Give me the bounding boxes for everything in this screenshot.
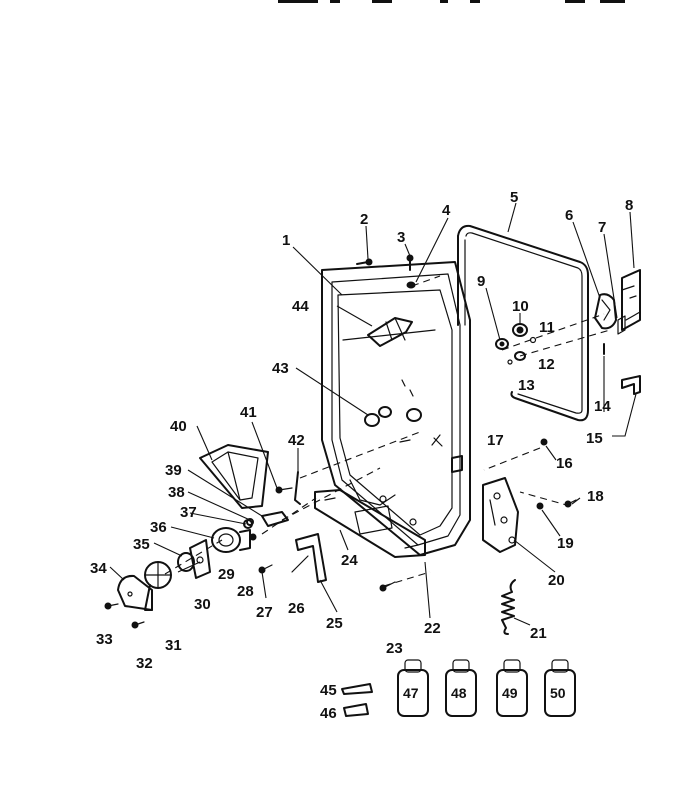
callout-5: 5 xyxy=(510,189,518,206)
linkage-39 xyxy=(261,511,289,527)
callout-44: 44 xyxy=(292,298,309,315)
touchup-can-50 xyxy=(544,659,576,717)
callout-9: 9 xyxy=(477,273,485,290)
callout-36: 36 xyxy=(150,519,167,536)
callout-21: 21 xyxy=(530,625,547,642)
guide-17 xyxy=(451,455,463,473)
callout-2: 2 xyxy=(360,211,368,228)
callout-35: 35 xyxy=(133,536,150,553)
callout-19: 19 xyxy=(557,535,574,552)
lever-42 xyxy=(294,471,301,505)
callout-14: 14 xyxy=(594,398,611,415)
door-spring xyxy=(501,579,516,635)
callout-1: 1 xyxy=(282,232,290,249)
callout-27: 27 xyxy=(256,604,273,621)
screw-18 xyxy=(564,499,577,508)
callout-22: 22 xyxy=(424,620,441,637)
callout-18: 18 xyxy=(587,488,604,505)
callout-17: 17 xyxy=(487,432,504,449)
screw-41 xyxy=(275,486,293,494)
callout-40: 40 xyxy=(170,418,187,435)
fan-motor xyxy=(211,527,251,553)
screw-27 xyxy=(258,564,273,574)
assembly-lines xyxy=(164,275,611,587)
cropped-header-marks xyxy=(278,0,625,3)
motor-bracket xyxy=(189,539,211,579)
callout-24: 24 xyxy=(341,552,358,569)
callout-3: 3 xyxy=(397,229,405,246)
callout-11: 11 xyxy=(539,319,555,336)
callout-29: 29 xyxy=(218,566,235,583)
hinge-plate xyxy=(482,477,519,553)
latch-bracket xyxy=(367,317,413,347)
door-gasket xyxy=(457,224,589,422)
bottom-plate xyxy=(314,489,426,558)
washer-12 xyxy=(514,351,526,361)
motor-gasket xyxy=(177,552,195,572)
callout-39: 39 xyxy=(165,462,182,479)
callout-43: 43 xyxy=(272,360,289,377)
callout-8: 8 xyxy=(625,197,633,214)
fan-blade xyxy=(144,561,172,611)
callout-37: 37 xyxy=(180,504,197,521)
screw-16 xyxy=(540,438,548,446)
callout-6: 6 xyxy=(565,207,573,224)
callout-23: 23 xyxy=(386,640,403,657)
screw-19 xyxy=(536,502,544,510)
callout-26: 26 xyxy=(288,600,305,617)
inner-door-panel xyxy=(321,261,471,556)
callout-41: 41 xyxy=(240,404,257,421)
callout-38: 38 xyxy=(168,484,185,501)
callout-49: 49 xyxy=(502,685,518,701)
screw-2 xyxy=(356,258,373,266)
l-bracket xyxy=(295,533,327,583)
grommet-43 xyxy=(364,406,443,447)
screw-23 xyxy=(379,581,396,592)
callout-50: 50 xyxy=(550,685,566,701)
callout-labels: 1 2 3 4 5 6 7 8 9 10 11 12 13 14 15 16 1… xyxy=(90,189,633,722)
cover-bracket xyxy=(617,269,641,335)
leader-lines xyxy=(109,202,637,626)
callout-16: 16 xyxy=(556,455,573,472)
callout-12: 12 xyxy=(538,356,555,373)
knob-10 xyxy=(512,323,528,337)
washer-9 xyxy=(495,338,509,350)
spring-13 xyxy=(507,359,513,365)
callout-46: 46 xyxy=(320,705,337,722)
callout-20: 20 xyxy=(548,572,565,589)
touchup-can-48 xyxy=(445,659,477,717)
callout-45: 45 xyxy=(320,682,337,699)
washer-29 xyxy=(246,518,254,526)
callout-28: 28 xyxy=(237,583,254,600)
part-45 xyxy=(341,683,373,695)
callout-7: 7 xyxy=(598,219,606,236)
callout-13: 13 xyxy=(518,377,535,394)
callout-30: 30 xyxy=(194,596,211,613)
callout-34: 34 xyxy=(90,560,107,577)
callout-4: 4 xyxy=(442,202,451,219)
callout-25: 25 xyxy=(326,615,343,632)
callout-10: 10 xyxy=(512,298,529,315)
callout-47: 47 xyxy=(403,685,419,701)
screw-32 xyxy=(131,621,145,629)
fan-housing xyxy=(117,574,153,611)
callout-42: 42 xyxy=(288,432,305,449)
callout-32: 32 xyxy=(136,655,153,672)
touchup-can-49 xyxy=(496,659,528,717)
screw-3 xyxy=(406,254,414,271)
callout-33: 33 xyxy=(96,631,113,648)
hinge-assembly xyxy=(594,293,617,330)
small-spring xyxy=(291,555,309,573)
part-46 xyxy=(343,703,369,717)
screw-33 xyxy=(104,602,119,610)
callout-31: 31 xyxy=(165,637,182,654)
callout-15: 15 xyxy=(586,430,603,447)
clip-15 xyxy=(621,375,641,395)
touchup-can-47 xyxy=(397,659,429,717)
callout-48: 48 xyxy=(451,685,467,701)
